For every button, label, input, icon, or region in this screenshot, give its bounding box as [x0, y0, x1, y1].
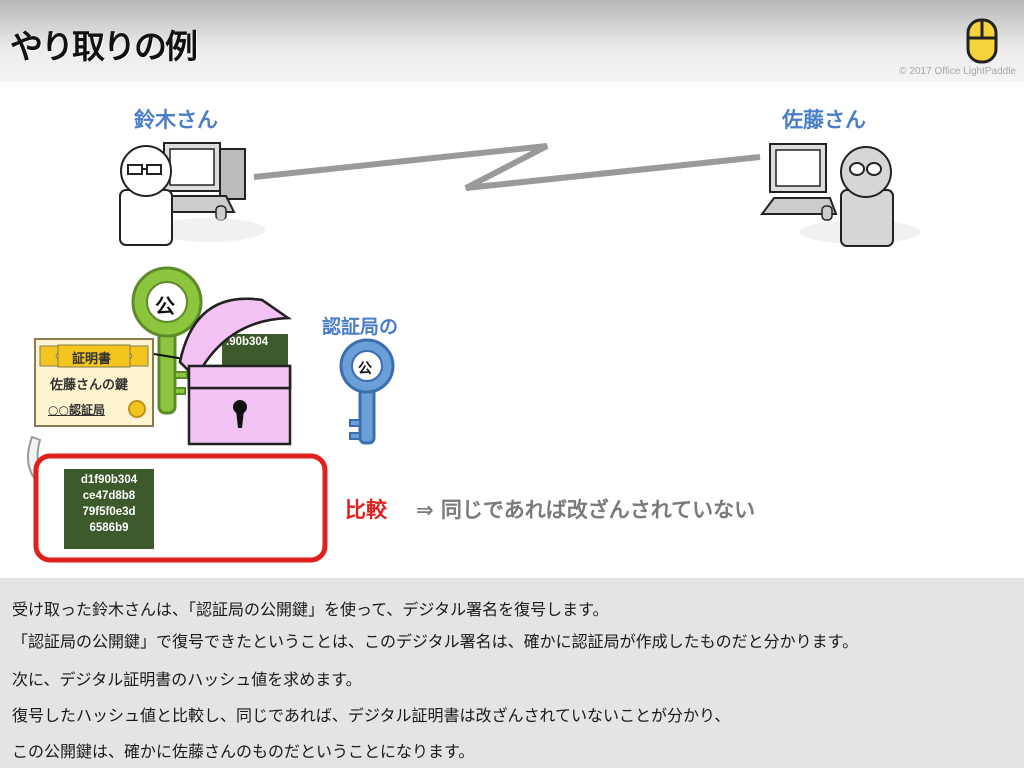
caption-line-4: 復号したハッシュ値と比較し、同じであれば、デジタル証明書は改ざんされていないこと… — [12, 706, 731, 725]
suzuki-computer-icon — [155, 142, 265, 242]
certificate-title: 証明書 — [72, 352, 112, 367]
suzuki-person-icon — [119, 145, 173, 246]
ca-key-symbol: 公 — [358, 361, 372, 377]
hash-line: ce47d8b8 — [82, 490, 136, 502]
ca-public-key-blue-icon — [339, 338, 395, 445]
hash-line: 6586b9 — [89, 522, 129, 534]
comparison-label: 比較 — [345, 498, 387, 522]
network-line — [253, 143, 761, 191]
chest-icon — [178, 297, 292, 446]
comparison-result: ⇒ 同じであれば改ざんされていない — [416, 498, 756, 522]
caption-line-5: この公開鍵は、確かに佐藤さんのものだということになります。 — [12, 742, 475, 761]
page-title: やり取りの例 — [10, 27, 198, 66]
ca-key-label: 認証局の — [322, 316, 399, 338]
decrypted-hash-text: .90b304 — [226, 336, 269, 348]
caption-line-2: 「認証局の公開鍵」で復号できたということは、このデジタル署名は、確かに認証局が作… — [12, 632, 859, 651]
certificate-issuer: ○○認証局 — [48, 403, 105, 417]
caption-panel: 受け取った鈴木さんは、「認証局の公開鍵」を使って、デジタル署名を復号します。 「… — [0, 578, 1024, 768]
suzuki-name-label: 鈴木さん — [134, 108, 218, 132]
caption-line-1: 受け取った鈴木さんは、「認証局の公開鍵」を使って、デジタル署名を復号します。 — [12, 600, 609, 619]
mouse-icon[interactable] — [966, 18, 998, 64]
sato-person-icon — [840, 146, 894, 247]
copyright-text: © 2017 Office LightPaddle — [899, 66, 1016, 77]
hash-line: d1f90b304 — [80, 474, 138, 486]
public-key-symbol: 公 — [155, 294, 175, 318]
hash-line: 79f5f0e3d — [82, 506, 136, 518]
sato-name-label: 佐藤さん — [782, 108, 866, 132]
computed-hash-box: d1f90b304 ce47d8b8 79f5f0e3d 6586b9 — [64, 469, 154, 549]
decrypted-hash-box: .90b304 — [222, 334, 288, 368]
certificate-owner: 佐藤さんの鍵 — [50, 378, 129, 393]
header-bar: やり取りの例 © 2017 Office LightPaddle — [0, 0, 1024, 82]
caption-line-3: 次に、デジタル証明書のハッシュ値を求めます。 — [12, 670, 362, 689]
certificate-icon — [34, 338, 154, 427]
